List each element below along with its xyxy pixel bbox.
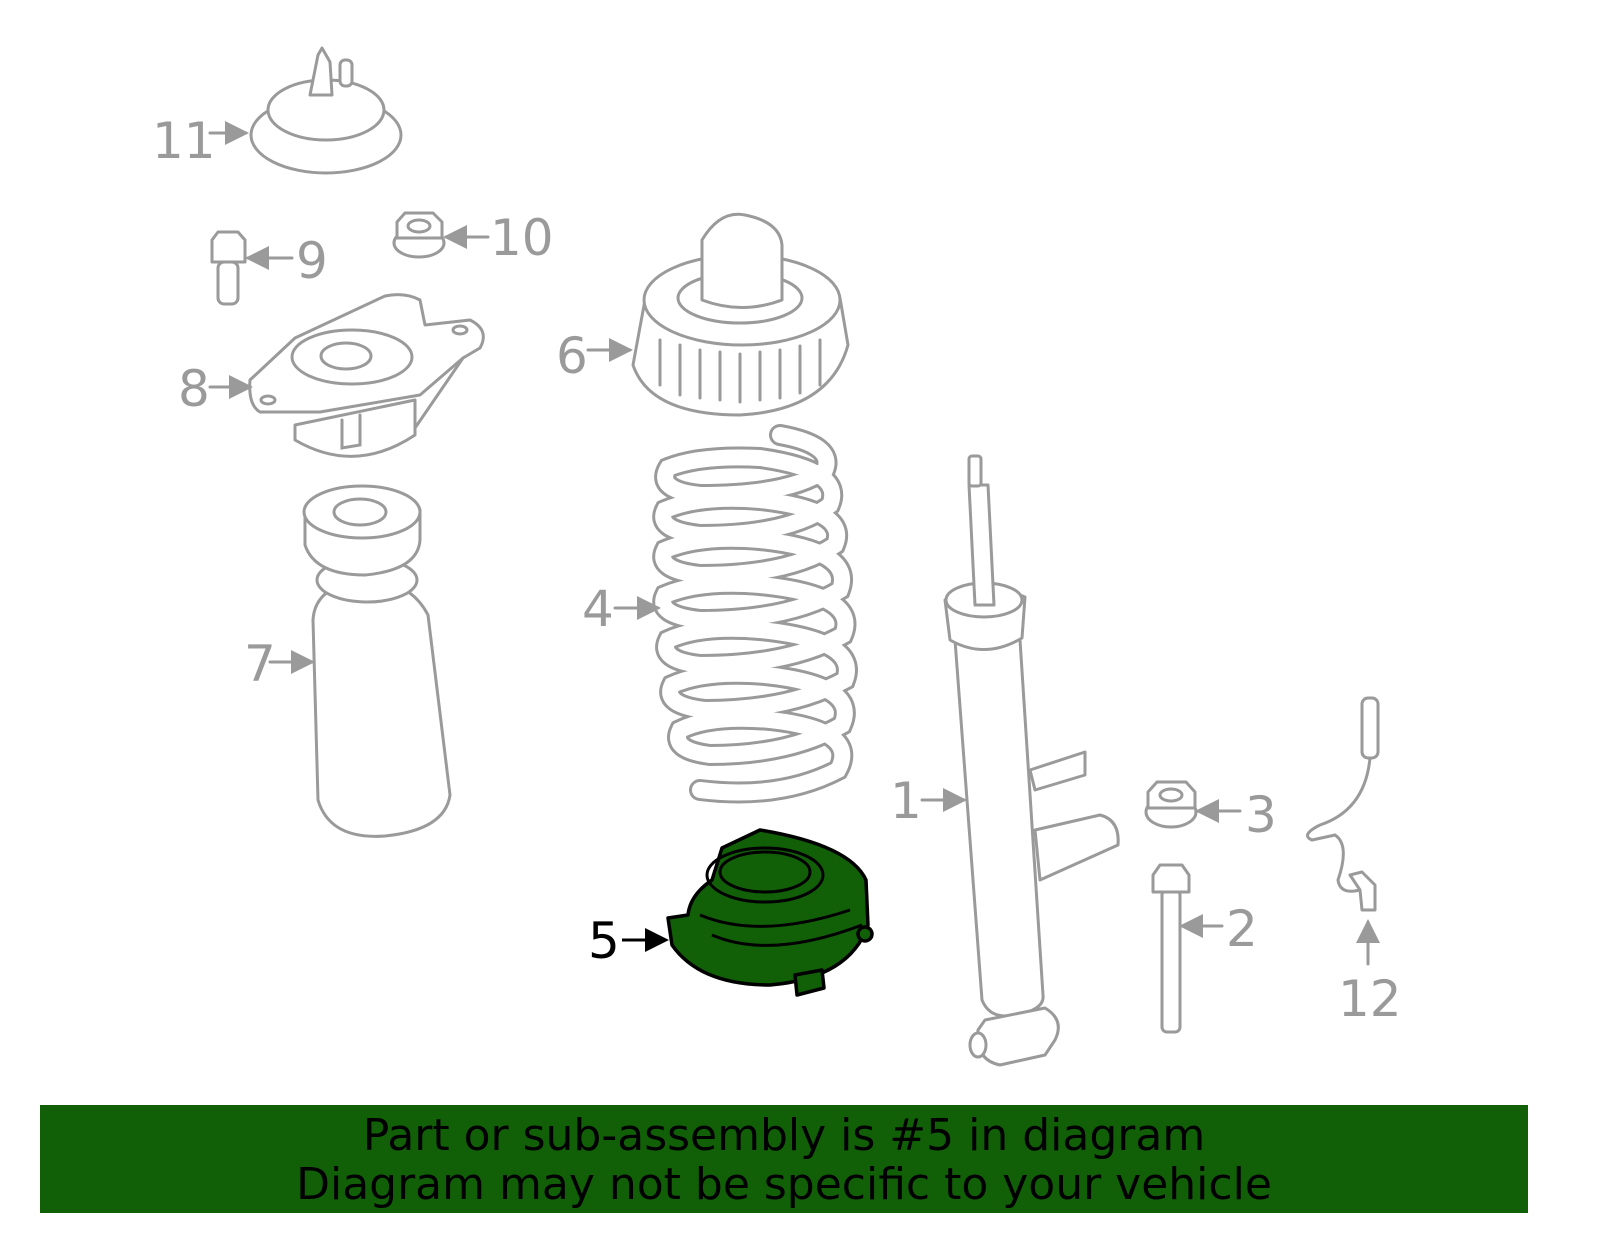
- part-2-bolt[interactable]: [1151, 863, 1191, 1034]
- part-11-top-mount[interactable]: [249, 46, 403, 175]
- part-5-lower-spring-seat[interactable]: [666, 828, 874, 997]
- callout-9[interactable]: 9: [296, 232, 328, 290]
- callout-8[interactable]: 8: [178, 360, 210, 418]
- banner-line-2: Diagram may not be specific to your vehi…: [296, 1159, 1272, 1210]
- part-3-nut[interactable]: [1144, 780, 1198, 829]
- callout-11[interactable]: 11: [152, 112, 216, 170]
- part-1-shock-absorber[interactable]: [943, 454, 1120, 1067]
- callout-arrows: [208, 121, 1380, 966]
- callout-5[interactable]: 5: [588, 912, 620, 970]
- callout-7[interactable]: 7: [244, 635, 276, 693]
- callout-3[interactable]: 3: [1245, 786, 1277, 844]
- part-4-coil-spring[interactable]: [652, 424, 858, 804]
- part-9-bolt[interactable]: [210, 230, 247, 306]
- part-7-bump-stop[interactable]: [302, 484, 452, 838]
- part-8-bracket[interactable]: [248, 293, 485, 458]
- callout-1[interactable]: 1: [890, 772, 922, 830]
- callout-12[interactable]: 12: [1338, 970, 1402, 1028]
- callout-10[interactable]: 10: [490, 209, 554, 267]
- banner-line-1: Part or sub-assembly is #5 in diagram: [362, 1110, 1206, 1161]
- callout-2[interactable]: 2: [1226, 900, 1258, 958]
- part-12-sensor[interactable]: [1306, 696, 1380, 912]
- part-6-upper-spring-seat[interactable]: [631, 212, 850, 417]
- info-banner: Part or sub-assembly is #5 in diagram Di…: [40, 1105, 1528, 1213]
- part-10-nut[interactable]: [392, 211, 446, 259]
- callout-4[interactable]: 4: [582, 580, 614, 638]
- callout-6[interactable]: 6: [556, 327, 588, 385]
